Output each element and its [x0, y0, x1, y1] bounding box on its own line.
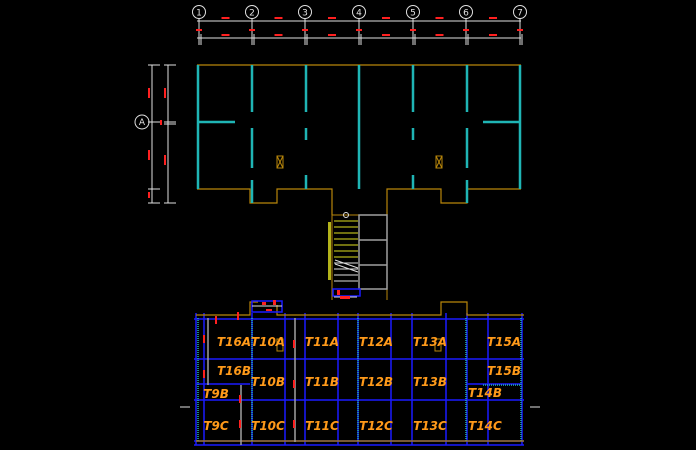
lower-plan-dimensions [203, 312, 296, 445]
dimension-text [435, 17, 444, 19]
lower-plan-outline [196, 301, 524, 442]
room-label: T14B [468, 386, 502, 400]
dimension-text [293, 420, 295, 428]
grid-label: 6 [463, 9, 469, 19]
grid-label: 1 [196, 9, 202, 19]
grid-bubble [134, 114, 150, 130]
upper-plan-fixtures [276, 155, 443, 169]
stair-break-line [334, 259, 359, 269]
grid-label: 4 [356, 9, 362, 19]
room-label: T11A [305, 335, 339, 349]
column-grid-marker: 5 [406, 5, 420, 45]
dimension-text [203, 370, 205, 378]
stair-treads [334, 220, 358, 282]
room-label: T16B [217, 364, 251, 378]
stair-annotation [328, 222, 331, 280]
room-label: T9B [203, 387, 229, 401]
room-label: T13B [413, 375, 447, 389]
grid-label: 7 [517, 9, 523, 19]
room-label: T12B [359, 375, 393, 389]
room-label: T13C [413, 419, 447, 433]
grid-label: 3 [302, 9, 308, 19]
fixture-icon [276, 338, 284, 352]
column-grid-markers: 1 2 3 4 5 6 7 [192, 5, 527, 45]
dimension-text [239, 395, 241, 403]
top-dimension-texts [196, 17, 523, 36]
room-label: T12A [359, 335, 393, 349]
stair-core [328, 189, 388, 300]
room-label: T15A [487, 335, 521, 349]
dimension-text [489, 34, 497, 36]
room-label: T10B [251, 375, 285, 389]
dimension-text [237, 312, 239, 320]
upper-plan-walls [196, 65, 522, 203]
fixture-icon [276, 155, 284, 169]
dimension-text [356, 29, 362, 31]
fixture-icon [434, 338, 442, 352]
room-label: T15B [487, 364, 521, 378]
dimension-text [382, 17, 390, 19]
dimension-text [328, 17, 336, 19]
dimension-text [274, 17, 283, 19]
room-label: T10C [251, 419, 285, 433]
fixture-icon [435, 155, 443, 169]
grid-label: 5 [410, 9, 416, 19]
dimension-text [196, 29, 202, 31]
left-dimension-lines [148, 64, 176, 204]
dimension-text [274, 34, 283, 36]
room-label: T10A [251, 335, 285, 349]
dimension-text [517, 29, 523, 31]
column-grid-marker: 3 [298, 5, 312, 45]
room-label: T14C [468, 419, 502, 433]
dimension-text [382, 34, 390, 36]
grid-label: 2 [249, 9, 255, 19]
stair-well [358, 214, 388, 290]
column-grid-marker: 2 [245, 5, 259, 45]
dimension-text [463, 29, 469, 31]
grid-label-a: A [139, 118, 146, 128]
dimension-text [435, 34, 444, 36]
dimension-text [410, 29, 416, 31]
dimension-text [293, 380, 295, 388]
room-label: T11C [305, 419, 339, 433]
left-dimension-texts [148, 88, 166, 198]
dimension-text [221, 17, 230, 19]
column-grid-marker: 1 [192, 5, 206, 45]
room-label: T13A [413, 335, 447, 349]
lower-plan-fixtures [276, 338, 442, 352]
dimension-text [489, 17, 497, 19]
dimension-text [293, 340, 295, 348]
room-label: T16A [217, 335, 251, 349]
lower-plan-grid [194, 313, 524, 446]
row-grid-marker-a: A [134, 114, 150, 130]
dimension-text [239, 420, 241, 428]
room-label: T11B [305, 375, 339, 389]
column-grid-marker: 6 [459, 5, 473, 45]
room-label: T9C [203, 419, 229, 433]
column-grid-marker: 7 [513, 5, 527, 45]
dimension-text [203, 335, 205, 343]
room-label: T12C [359, 419, 393, 433]
dimension-text [302, 29, 308, 31]
dimension-text [328, 34, 336, 36]
dimension-text [215, 316, 217, 324]
dimension-text [249, 29, 255, 31]
lower-plan-top-inset [251, 300, 283, 313]
column-grid-marker: 4 [352, 5, 366, 45]
dimension-text [221, 34, 230, 36]
